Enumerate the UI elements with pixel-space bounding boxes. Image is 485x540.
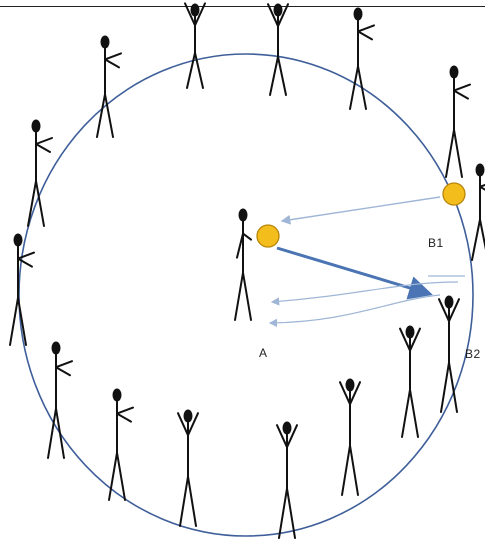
figure-limb: [350, 66, 358, 109]
figure-head: [239, 209, 248, 222]
figure-limb: [454, 85, 470, 91]
stick-figure: [340, 379, 360, 496]
figure-limb: [410, 390, 418, 437]
figure-limb: [270, 57, 278, 95]
figure-limb: [97, 94, 105, 137]
stick-figure: [28, 120, 52, 227]
label-b1: B1: [428, 236, 444, 250]
figure-limb: [28, 181, 36, 226]
figure-limb: [402, 390, 410, 437]
figure-limb: [278, 57, 286, 95]
figure-limb: [117, 453, 125, 500]
figure-head: [274, 4, 283, 17]
figure-limb: [358, 25, 374, 31]
figure-limb: [36, 144, 50, 152]
figure-limb: [105, 59, 119, 67]
arrow-a-to-b2: [277, 248, 430, 294]
figure-limb: [243, 234, 251, 240]
figure-limb: [10, 298, 18, 345]
figure-limb: [454, 91, 468, 99]
figure-limb: [117, 408, 133, 414]
stick-figure: [277, 422, 297, 539]
stick-figure: [446, 66, 470, 178]
arrow-return-lower: [270, 295, 440, 323]
figure-head: [476, 164, 485, 177]
label-b2: B2: [465, 347, 481, 361]
figure-limb: [350, 446, 358, 496]
figure-limb: [180, 477, 188, 527]
figure-limb: [472, 220, 480, 261]
figure-head: [406, 326, 415, 339]
ball-at-b1: [443, 183, 465, 205]
figure-head: [101, 36, 110, 49]
figure-limb: [187, 53, 195, 88]
figure-limb: [446, 130, 454, 177]
stick-figure: [235, 209, 251, 321]
figure-head: [283, 422, 292, 435]
stick-figure: [10, 234, 34, 346]
arrow-b1-to-a: [282, 197, 440, 221]
figure-limb: [105, 53, 121, 59]
figure-limb: [56, 367, 70, 375]
figure-head: [445, 296, 454, 309]
figure-head: [52, 342, 61, 355]
figure-head: [113, 389, 122, 402]
stick-figure: [400, 326, 420, 438]
figure-limb: [117, 414, 131, 422]
figure-head: [32, 120, 41, 133]
figure-limb: [56, 409, 64, 459]
figure-limb: [235, 273, 243, 320]
stick-figure: [178, 410, 198, 527]
figure-limb: [480, 220, 485, 261]
figure-head: [14, 234, 23, 247]
figure-limb: [358, 31, 372, 39]
figure-limb: [358, 66, 366, 109]
figure-limb: [454, 130, 462, 177]
figure-limb: [18, 253, 34, 259]
stick-figure: [97, 36, 121, 138]
figure-limb: [36, 138, 52, 144]
figure-head: [184, 410, 193, 423]
figure-head: [346, 379, 355, 392]
figure-limb: [56, 361, 72, 367]
stick-figure: [109, 389, 133, 501]
figure-limb: [342, 446, 350, 496]
label-a: A: [259, 346, 268, 360]
figure-head: [354, 8, 363, 21]
stick-figure: [268, 4, 288, 96]
stick-figure: [472, 164, 485, 261]
ball-at-a: [257, 225, 279, 247]
stick-figure: [48, 342, 72, 459]
arrow-return-upper: [272, 282, 458, 302]
figure-limb: [279, 489, 287, 539]
stick-figure: [439, 296, 459, 413]
figure-head: [191, 4, 200, 17]
stick-figure: [185, 3, 205, 88]
figure-limb: [243, 273, 251, 320]
figure-head: [450, 66, 459, 79]
figure-limb: [188, 477, 196, 527]
